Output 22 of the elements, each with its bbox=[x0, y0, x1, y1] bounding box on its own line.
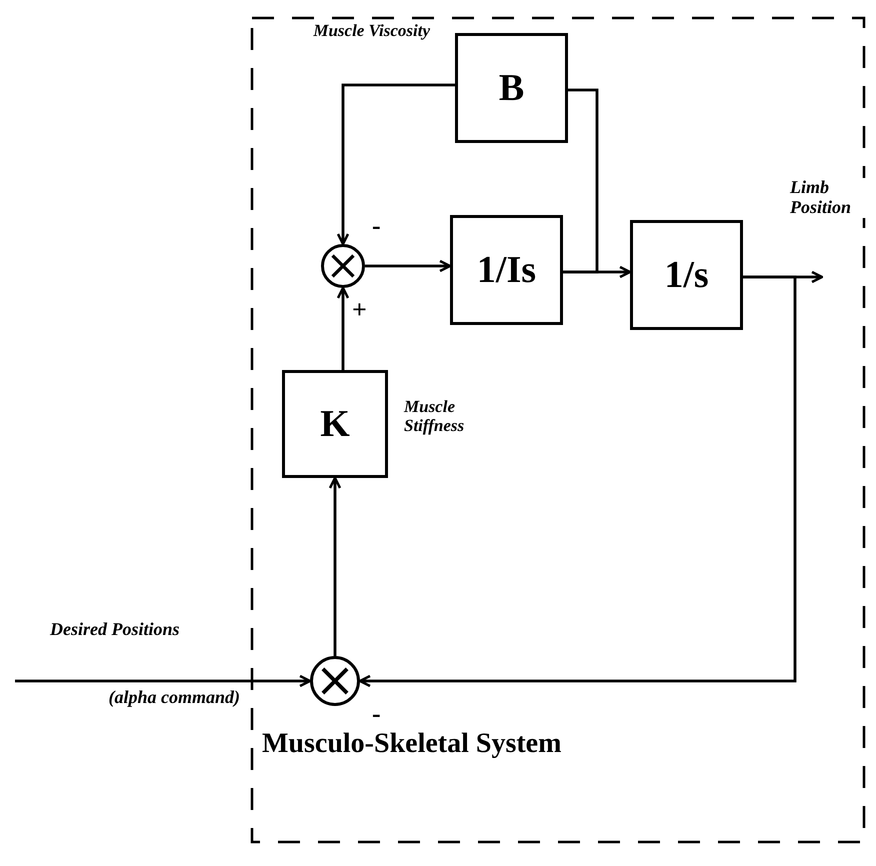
system-boundary bbox=[250, 16, 866, 844]
summing-junction bbox=[321, 244, 365, 288]
transfer-block: 1/s bbox=[630, 220, 743, 330]
edge-label: Limb Position bbox=[790, 178, 866, 218]
sign-label: - bbox=[372, 700, 381, 729]
transfer-block: 1/Is bbox=[450, 215, 563, 325]
system-title: Musculo-Skeletal System bbox=[262, 728, 562, 760]
arrow bbox=[358, 276, 796, 688]
connector-line bbox=[563, 88, 598, 274]
arrow bbox=[15, 674, 312, 688]
arrow bbox=[365, 260, 452, 272]
summing-junction bbox=[310, 656, 360, 706]
block-annotation: Muscle Stiffness bbox=[404, 398, 466, 436]
sign-label: - bbox=[372, 212, 381, 241]
arrow bbox=[336, 84, 455, 246]
input-note: (alpha command) bbox=[107, 688, 240, 708]
transfer-block: B bbox=[455, 33, 568, 143]
arrow bbox=[328, 476, 342, 656]
sign-label: + bbox=[352, 296, 367, 325]
arrow bbox=[336, 286, 350, 370]
transfer-block: K bbox=[282, 370, 388, 478]
block-annotation: Muscle Viscosity bbox=[312, 22, 430, 41]
